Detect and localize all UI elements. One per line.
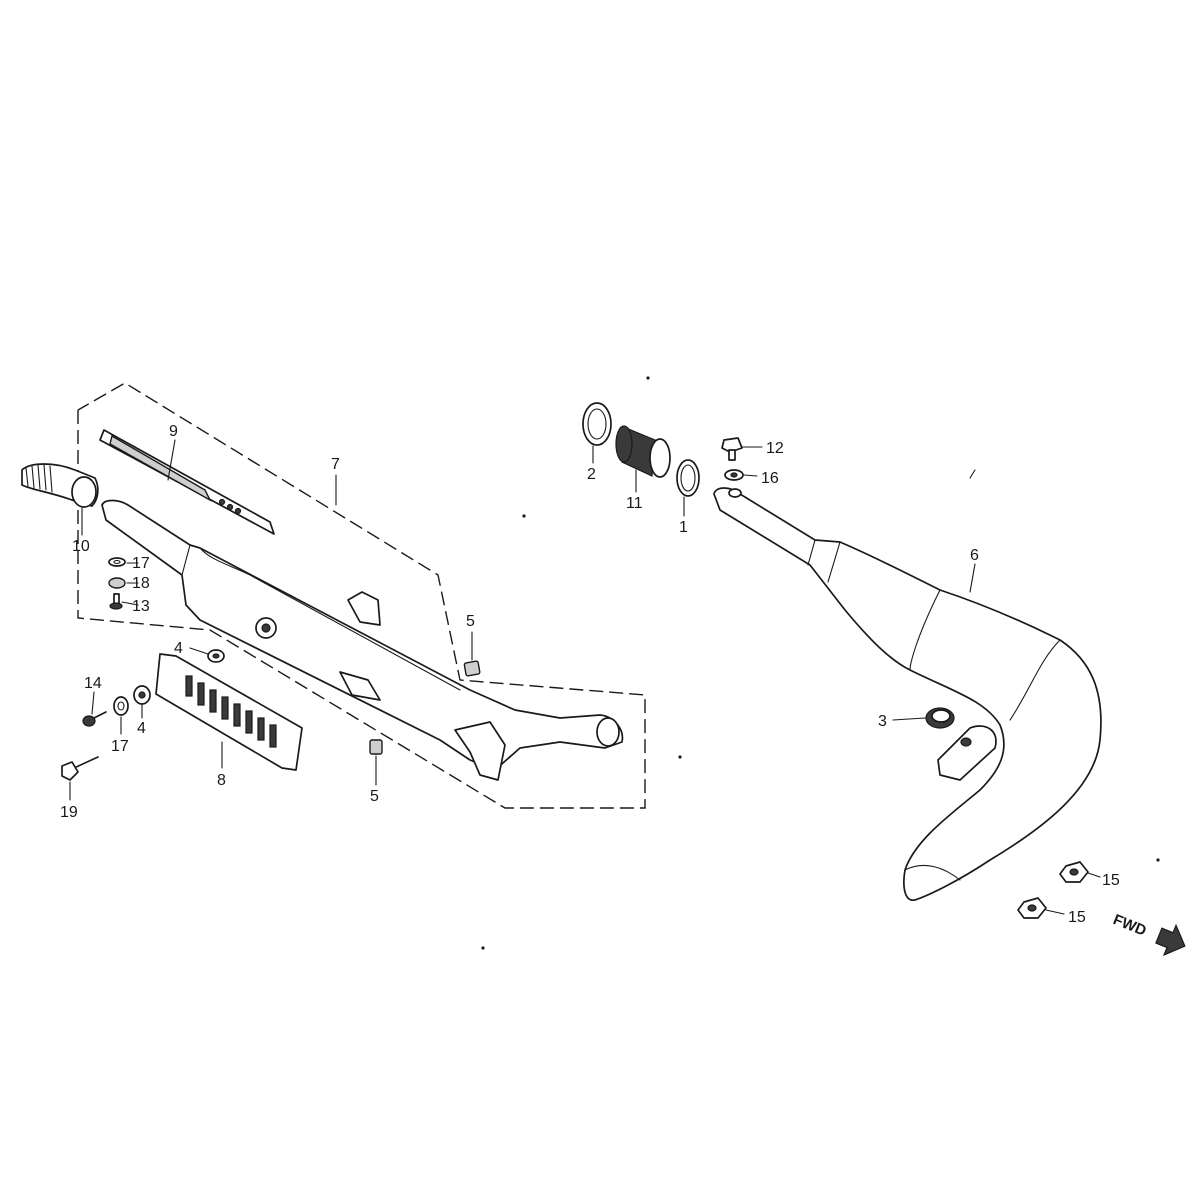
- part-18-washer: [108, 577, 126, 589]
- part-2-gasket: [582, 402, 612, 446]
- part-11-exhaust-joint: [615, 425, 671, 478]
- callout-8: 8: [217, 772, 226, 789]
- part-6-exhaust-chamber: [713, 487, 1102, 901]
- scan-specks: [481, 376, 1160, 950]
- part-14-screw: [82, 711, 107, 727]
- part-9-inner-tube: [99, 429, 275, 535]
- part-7-silencer: [101, 499, 624, 781]
- callout-7: 7: [331, 456, 340, 473]
- part-3-grommet: [925, 707, 955, 729]
- callout-17-upper: 17: [132, 555, 150, 572]
- callout-1: 1: [679, 519, 688, 536]
- fwd-label: FWD: [1111, 911, 1149, 940]
- callout-16: 16: [761, 470, 779, 487]
- callout-9: 9: [169, 423, 178, 440]
- callout-11: 11: [626, 495, 643, 512]
- leader-lines: [69, 439, 1101, 915]
- forward-direction-arrow: FWD: [1111, 911, 1186, 957]
- part-19-bolt: [61, 756, 99, 781]
- callout-3: 3: [878, 713, 887, 730]
- part-1-gasket: [676, 459, 700, 497]
- part-17-washer-lower: [113, 696, 129, 716]
- part-17-washer-top: [108, 557, 126, 567]
- callout-4-upper: 4: [174, 640, 183, 657]
- callout-14: 14: [84, 675, 102, 692]
- callout-18: 18: [132, 575, 150, 592]
- callout-labels: 9 7 10 17 18 13 4 14 17 4 19 8 5 5 2 11 …: [60, 423, 1120, 926]
- part-8-protector: [155, 653, 303, 771]
- callout-10: 10: [72, 538, 90, 555]
- callout-17-lower: 17: [111, 738, 129, 755]
- callout-19: 19: [60, 804, 78, 821]
- callout-4-lower: 4: [137, 720, 146, 737]
- part-5-clip-upper: [463, 660, 481, 677]
- callout-2: 2: [587, 466, 596, 483]
- callout-13: 13: [132, 598, 150, 615]
- callout-6: 6: [970, 547, 979, 564]
- callout-5-upper: 5: [466, 613, 475, 630]
- protector-slots: [185, 675, 277, 748]
- callout-15-lower: 15: [1068, 909, 1086, 926]
- part-15-nut-upper: [1059, 861, 1089, 883]
- part-15-nut-lower: [1017, 897, 1047, 919]
- part-16-washer: [724, 469, 744, 481]
- part-13-bolt: [109, 593, 123, 610]
- part-12-bolt: [721, 437, 743, 461]
- silencer-assembly-outline: [77, 382, 646, 809]
- callout-12: 12: [766, 440, 784, 457]
- part-4-nut-upper: [207, 649, 225, 663]
- part-4-nut-lower: [133, 685, 151, 705]
- callout-15-upper: 15: [1102, 872, 1120, 889]
- part-10-tailpipe-joint: [21, 463, 99, 508]
- callout-5-lower: 5: [370, 788, 379, 805]
- part-5-clip-lower: [369, 739, 383, 755]
